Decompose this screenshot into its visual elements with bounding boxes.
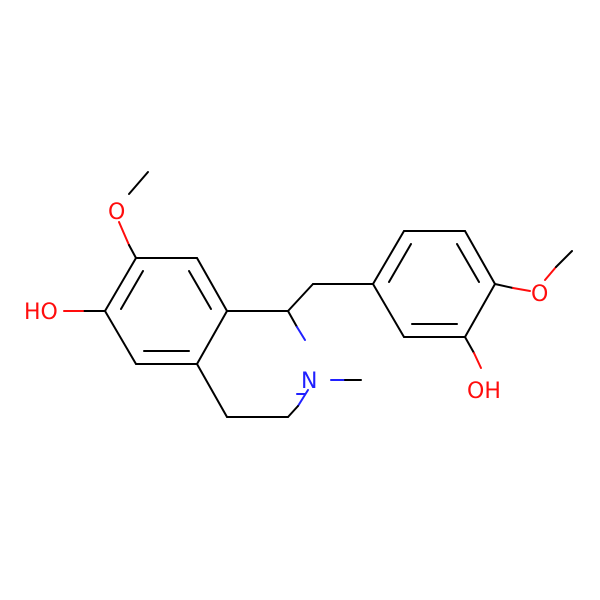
atom-label-n-amine: N <box>301 369 317 394</box>
bond-c1-ch2 <box>287 283 314 312</box>
bond-c1p-c2p <box>372 283 405 338</box>
bond-c1-n-half1 <box>287 310 298 328</box>
bond-c3p-c4p <box>464 283 496 338</box>
bond-c3p-o-half2 <box>473 352 482 369</box>
bond-c4-c4a <box>196 363 228 418</box>
bond-o-ch3-right-half1 <box>544 266 557 281</box>
bond-c8a-c4a <box>196 310 228 365</box>
bond-c5-c6 <box>104 310 137 365</box>
bond-c4p-o-half2 <box>512 287 531 292</box>
bond-n-c3-a <box>297 389 309 407</box>
atom-label-oh-right: OH <box>467 379 501 404</box>
bond-o-ch3-right-half2 <box>555 250 573 268</box>
bond-n-c3-b <box>287 405 299 418</box>
bond-c6-c7 <box>104 257 137 312</box>
bond-c4p-c5p <box>464 230 496 285</box>
bond-c6p-c1p-inner <box>388 243 412 283</box>
bond-c4p-o-half1 <box>494 283 514 289</box>
bond-c6p-c1p <box>372 230 405 285</box>
bond-c8-c8a-inner <box>188 270 212 310</box>
atom-label-o-methoxy-left: O <box>108 200 125 225</box>
bond-c4p-c5p-inner <box>456 243 480 283</box>
bond-o-left-half1 <box>118 221 130 246</box>
bond-ch3-o-left <box>128 171 149 195</box>
bond-c6-c7-inner <box>120 270 144 310</box>
bond-o-c7-half2 <box>128 244 137 259</box>
bond-c8-c8a <box>196 257 228 312</box>
atom-label-ho-left: HO <box>24 300 58 325</box>
bond-c3p-o-half1 <box>464 336 475 354</box>
atom-label-o-methoxy-right: O <box>531 282 548 307</box>
bond-c1-n-half2 <box>296 326 306 341</box>
